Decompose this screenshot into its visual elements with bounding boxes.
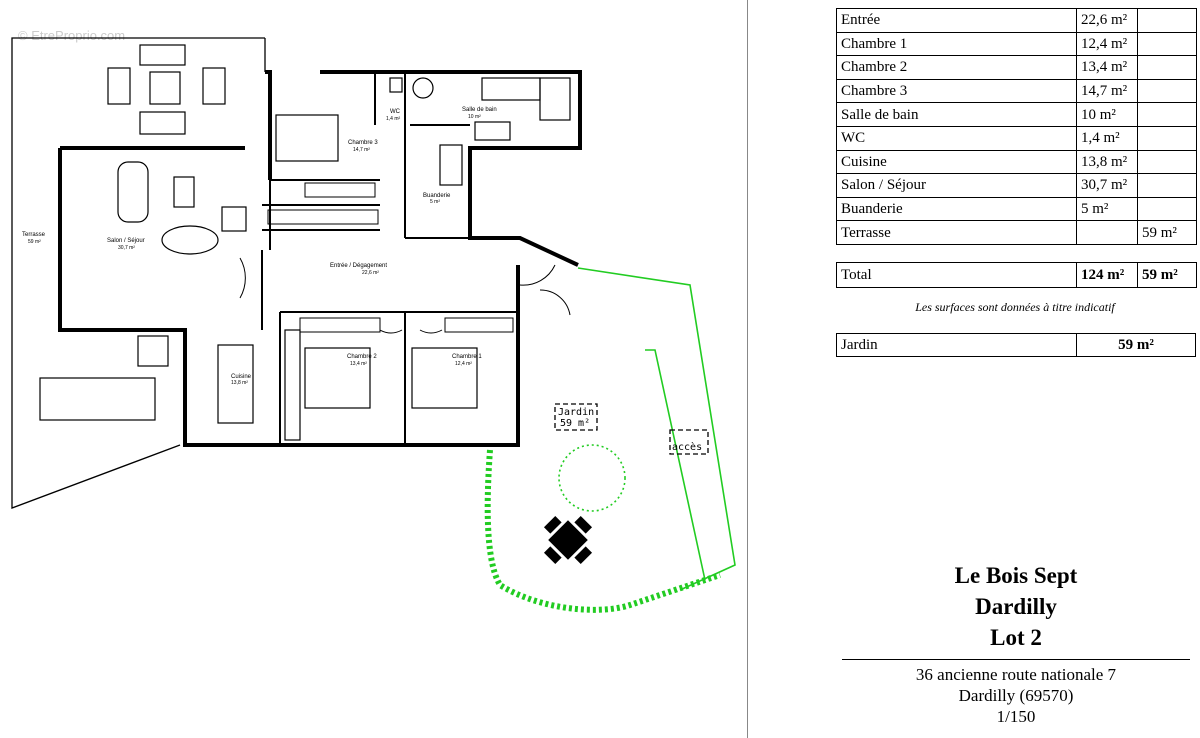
scale: 1/150 — [996, 707, 1036, 726]
surfaces-note: Les surfaces sont données à titre indica… — [915, 300, 1115, 314]
room-area-sdb: 10 m² — [468, 114, 481, 120]
surface-outdoor — [1137, 196, 1197, 222]
surface-living: 30,7 m² — [1076, 173, 1138, 198]
surface-name: Chambre 1 — [836, 31, 1077, 57]
room-label-salon: Salon / Séjour — [107, 238, 145, 244]
surface-living: 22,6 m² — [1076, 8, 1138, 33]
surface-living: 10 m² — [1076, 102, 1138, 127]
surface-living: 5 m² — [1076, 196, 1138, 222]
room-label-buanderie: Buanderie — [423, 193, 451, 199]
garden-row: Jardin 59 m² — [836, 333, 1196, 357]
total-outdoor: 59 m² — [1137, 262, 1197, 288]
floor-plan: © EtreProprio.com — [11, 28, 736, 613]
garden-table-summary: Jardin 59 m² — [836, 333, 1196, 357]
surface-living: 12,4 m² — [1076, 31, 1138, 57]
room-label-chambre2: Chambre 2 — [347, 354, 377, 360]
surface-name: Buanderie — [836, 196, 1077, 222]
title-rule — [842, 659, 1190, 660]
surface-outdoor — [1137, 31, 1197, 57]
terrace-outline — [11, 37, 266, 509]
total-row: Total 124 m² 59 m² — [836, 262, 1197, 288]
surface-name: Chambre 3 — [836, 78, 1077, 104]
surface-living: 14,7 m² — [1076, 78, 1138, 104]
room-area-wc: 1,4 m² — [386, 116, 401, 122]
project-city: Dardilly — [975, 594, 1057, 619]
surface-outdoor: 59 m² — [1137, 220, 1197, 245]
address-line-2: Dardilly (69570) — [958, 686, 1074, 705]
surface-living: 13,4 m² — [1076, 55, 1138, 80]
surface-living — [1076, 220, 1138, 245]
garden-area-label: 59 m² — [560, 418, 590, 429]
room-label-cuisine: Cuisine — [231, 374, 252, 380]
garden-label: Jardin — [558, 407, 594, 418]
surface-outdoor — [1137, 149, 1197, 175]
garden-table — [543, 515, 593, 565]
surface-living: 13,8 m² — [1076, 149, 1138, 175]
room-label-wc: WC — [390, 109, 401, 115]
project-name: Le Bois Sept — [954, 563, 1078, 588]
room-label-entree: Entrée / Dégagement — [330, 263, 387, 269]
interior-walls — [261, 72, 518, 445]
walls — [58, 70, 582, 447]
room-area-chambre3: 14,7 m² — [353, 147, 370, 153]
surface-name: Cuisine — [836, 149, 1077, 175]
surface-outdoor — [1137, 78, 1197, 104]
garden-labels: Jardin 59 m² accès — [554, 403, 709, 455]
garden-summary-area: 59 m² — [1076, 333, 1196, 357]
room-labels: Terrasse 59 m² Salon / Séjour 30,7 m² Cu… — [22, 107, 497, 386]
total-living: 124 m² — [1076, 262, 1138, 288]
total-table: Total 124 m² 59 m² — [836, 262, 1197, 288]
room-label-chambre1: Chambre 1 — [452, 354, 482, 360]
surface-name: Terrasse — [836, 220, 1077, 245]
garden-area — [484, 267, 736, 613]
surface-name: Salle de bain — [836, 102, 1077, 127]
surface-name: WC — [836, 125, 1077, 151]
access-label: accès — [672, 441, 702, 453]
doors — [239, 257, 571, 334]
total-label: Total — [836, 262, 1077, 288]
room-area-terrasse: 59 m² — [28, 239, 41, 245]
title-block: Le Bois Sept Dardilly Lot 2 36 ancienne … — [842, 560, 1190, 727]
room-area-buanderie: 5 m² — [430, 199, 440, 205]
surface-outdoor — [1137, 125, 1197, 151]
wardrobes — [267, 182, 514, 333]
surface-outdoor — [1137, 173, 1197, 198]
surface-living: 1,4 m² — [1076, 125, 1138, 151]
room-area-chambre1: 12,4 m² — [455, 361, 472, 367]
surface-outdoor — [1137, 8, 1197, 33]
room-label-chambre3: Chambre 3 — [348, 140, 378, 146]
page-divider — [747, 0, 748, 738]
surface-name: Entrée — [836, 8, 1077, 33]
surface-outdoor — [1137, 102, 1197, 127]
room-area-salon: 30,7 m² — [118, 245, 135, 251]
furniture — [39, 44, 571, 441]
surface-name: Salon / Séjour — [836, 173, 1077, 198]
watermark: © EtreProprio.com — [18, 28, 125, 43]
room-area-entree: 22,6 m² — [362, 270, 379, 276]
surface-row: Terrasse 59 m² — [836, 220, 1197, 245]
surface-outdoor — [1137, 55, 1197, 80]
room-area-cuisine: 13,8 m² — [231, 380, 248, 386]
room-label-terrasse: Terrasse — [22, 232, 46, 238]
address-line-1: 36 ancienne route nationale 7 — [915, 665, 1117, 684]
room-label-sdb: Salle de bain — [462, 107, 497, 113]
room-area-chambre2: 13,4 m² — [350, 361, 367, 367]
garden-summary-label: Jardin — [836, 333, 1077, 357]
surface-name: Chambre 2 — [836, 55, 1077, 80]
project-lot: Lot 2 — [990, 625, 1042, 650]
